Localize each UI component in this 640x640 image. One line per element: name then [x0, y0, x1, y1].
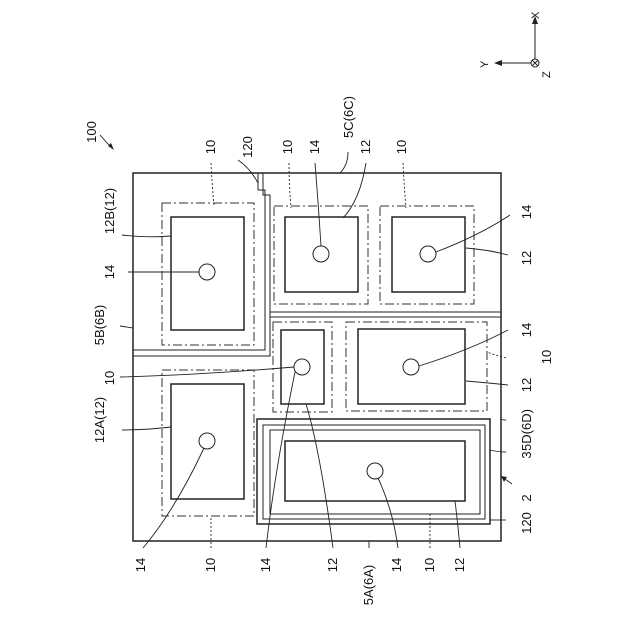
label-5b: 5B(6B) [92, 305, 107, 345]
label-2: 2 [519, 494, 534, 501]
pad-14-5c-a [313, 246, 329, 262]
label-120-top: 120 [240, 136, 255, 158]
region-10-5c-a [274, 206, 368, 304]
label-bottom-12-a: 12 [325, 558, 340, 572]
chip-12a [171, 384, 244, 499]
pad-14-small [294, 359, 310, 375]
axis-z-label: Z [541, 71, 553, 78]
pad-14-5a [367, 463, 383, 479]
label-14-b: 14 [102, 265, 117, 279]
axis-x-label: X [530, 11, 542, 19]
label-12-r2: 12 [519, 378, 534, 392]
label-100: 100 [84, 121, 99, 143]
chip-12-5a [285, 441, 465, 501]
label-120-bot: 120 [519, 512, 534, 534]
label-10-left: 10 [102, 371, 117, 385]
pad-14-5d [403, 359, 419, 375]
label-12-r1: 12 [519, 251, 534, 265]
label-bottom-14-b: 14 [258, 558, 273, 572]
region-10-12b [162, 203, 254, 345]
chip-12-5c-b [392, 217, 465, 292]
label-14-top: 14 [307, 140, 322, 154]
label-bottom-10-b: 10 [422, 558, 437, 572]
pad-14-5c-b [420, 246, 436, 262]
label-12-top: 12 [358, 140, 373, 154]
label-12a: 12A(12) [92, 397, 107, 443]
frame-120 [263, 425, 485, 519]
label-5d: 5D(6D) [519, 409, 534, 451]
label-10-top-c: 10 [394, 140, 409, 154]
region-10-12a [162, 370, 254, 516]
chip-12b [171, 217, 244, 330]
label-10-top-a: 10 [203, 140, 218, 154]
label-10-top-b: 10 [280, 140, 295, 154]
label-5c: 5C(6C) [341, 96, 356, 138]
label-bottom-10-a: 10 [203, 558, 218, 572]
label-bottom-14-a: 14 [133, 558, 148, 572]
chip-12-5d [358, 329, 465, 404]
region-10-small [273, 322, 332, 412]
label-bottom-12-b: 12 [452, 558, 467, 572]
region-10-5d [346, 322, 487, 411]
label-bottom-14-c: 14 [389, 558, 404, 572]
frame-3 [257, 419, 490, 524]
label-12b: 12B(12) [102, 188, 117, 234]
pad-14-12a [199, 433, 215, 449]
label-3: 3 [519, 451, 534, 458]
chip-12-small [281, 330, 324, 404]
axis-y-label: Y [479, 60, 491, 68]
axis-indicator: X Y Z [479, 11, 553, 78]
pad-14-12b [199, 264, 215, 280]
chip-12-5c-a [285, 217, 358, 292]
region-10-5c-b [380, 206, 474, 304]
label-10-r: 10 [539, 350, 554, 364]
label-14-r1: 14 [519, 205, 534, 219]
label-14-r2: 14 [519, 323, 534, 337]
label-bottom-5a: 5A(6A) [361, 565, 376, 605]
